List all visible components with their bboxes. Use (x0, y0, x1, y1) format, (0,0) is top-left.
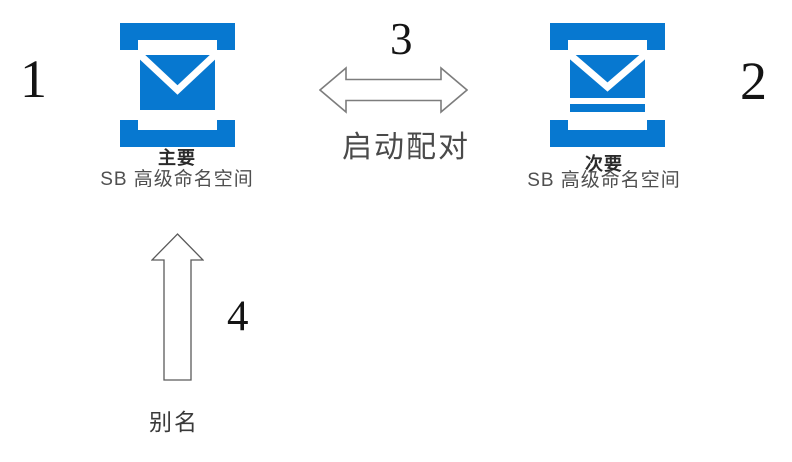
alias-label: 别名 (149, 409, 199, 435)
service-bus-namespace-primary-icon (120, 23, 235, 147)
primary-node-caption: 主要 SB 高级命名空间 (47, 148, 307, 191)
step-3-number: 3 (390, 14, 413, 64)
step-1-number: 1 (20, 49, 47, 109)
service-bus-namespace-secondary-icon (550, 23, 665, 147)
primary-node-subtitle: SB 高级命名空间 (100, 168, 254, 190)
primary-node-title: 主要 (158, 148, 196, 168)
step-2-number: 2 (740, 51, 767, 111)
secondary-node-caption: 次要 SB 高级命名空间 (474, 154, 734, 192)
step-4-number: 4 (227, 293, 249, 340)
up-arrow-icon (151, 233, 204, 381)
secondary-node-title: 次要 (585, 154, 623, 174)
secondary-node-subtitle: SB 高级命名空间 (527, 169, 681, 191)
double-headed-arrow-icon (319, 66, 468, 114)
pairing-label: 启动配对 (342, 131, 470, 164)
